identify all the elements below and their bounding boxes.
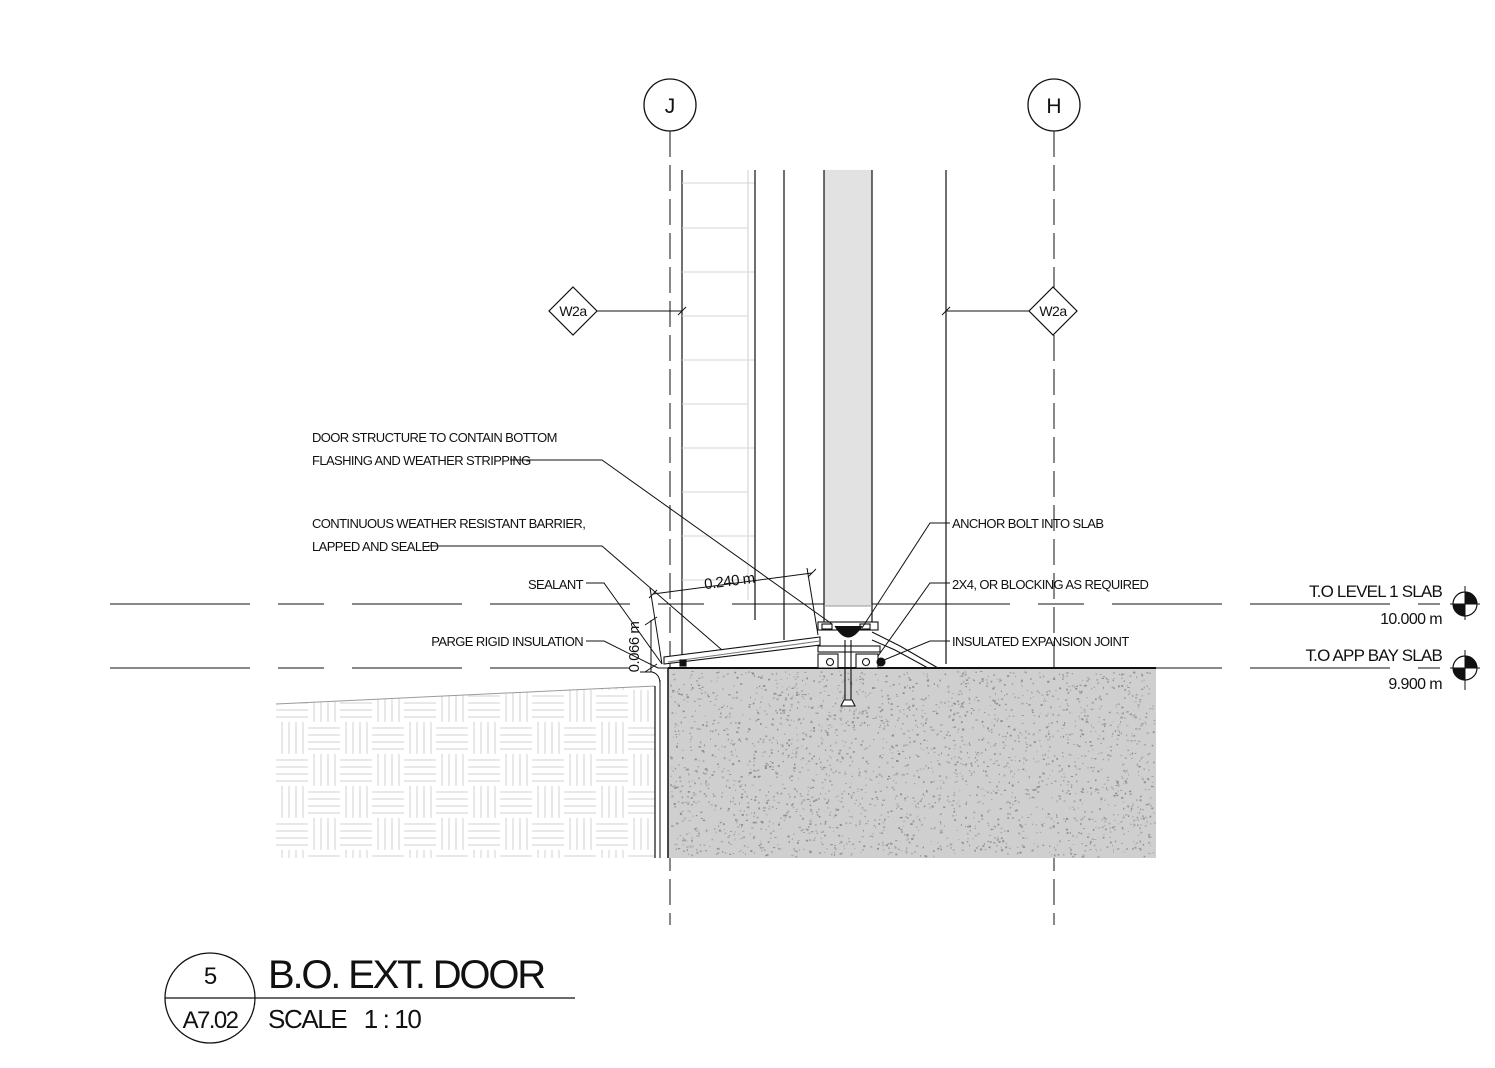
dimension-vertical [644,616,658,673]
note-expansion-joint-label: INSULATED EXPANSION JOINT [952,634,1129,649]
dimension-horizontal-label: 0.240 m [703,570,755,593]
app-bay-elevation: 9.900 m [1388,676,1442,693]
wall-tag-right: W2a [941,286,1078,336]
note-anchor-bolt: ANCHOR BOLT INTO SLAB [861,516,1104,629]
detail-number: 5 [204,963,217,990]
detail-sheet: A7.02 [183,1007,239,1034]
level-1-elevation: 10.000 m [1380,611,1442,628]
note-parge: PARGE RIGID INSULATION [431,634,659,669]
note-door-structure-line-2: FLASHING AND WEATHER STRIPPING [312,453,531,468]
door-panel [823,170,873,622]
note-anchor-bolt-label: ANCHOR BOLT INTO SLAB [952,516,1103,531]
exterior-wall-left [681,170,785,664]
note-parge-label: PARGE RIGID INSULATION [431,634,583,649]
note-blocking: 2X4, OR BLOCKING AS REQUIRED [877,577,1149,657]
detail-title: B.O. EXT. DOOR [268,953,545,997]
level-1-name: T.O LEVEL 1 SLAB [1309,582,1442,601]
note-blocking-label: 2X4, OR BLOCKING AS REQUIRED [952,577,1149,592]
detail-scale: SCALE 1 : 10 [268,1004,421,1034]
grid-label-j: J [665,95,676,118]
wall-tag-left-label: W2a [559,303,587,319]
wall-tag-left: W2a [548,286,687,336]
note-weather-barrier: CONTINUOUS WEATHER RESISTANT BARRIER, LA… [312,516,723,651]
rigid-insulation [275,671,661,858]
grid-label-h: H [1046,95,1061,118]
note-weather-barrier-line-1: CONTINUOUS WEATHER RESISTANT BARRIER, [312,516,585,531]
note-sealant: SEALANT [528,577,663,665]
door-threshold [663,621,939,707]
note-expansion-joint: INSULATED EXPANSION JOINT [883,634,1130,661]
detail-title-block: 5 A7.02 B.O. EXT. DOOR SCALE 1 : 10 [164,952,575,1044]
note-door-structure: DOOR STRUCTURE TO CONTAIN BOTTOM FLASHIN… [312,430,833,625]
concrete-slab [667,667,1156,858]
note-weather-barrier-line-2: LAPPED AND SEALED [312,539,439,554]
level-marker-app-bay: T.O APP BAY SLAB 9.900 m [1305,646,1480,693]
app-bay-datum-icon [1450,650,1480,690]
dimension-horizontal [648,567,819,665]
level-1-datum-icon [1450,586,1480,620]
wall-tag-right-label: W2a [1039,303,1067,319]
note-door-structure-line-1: DOOR STRUCTURE TO CONTAIN BOTTOM [312,430,557,445]
dimension-vertical-label: 0.066 m [626,622,643,673]
concrete-aggregate [670,671,1156,858]
level-marker-level-1: T.O LEVEL 1 SLAB 10.000 m [1309,582,1480,628]
note-sealant-label: SEALANT [528,577,584,592]
app-bay-name: T.O APP BAY SLAB [1305,646,1442,665]
